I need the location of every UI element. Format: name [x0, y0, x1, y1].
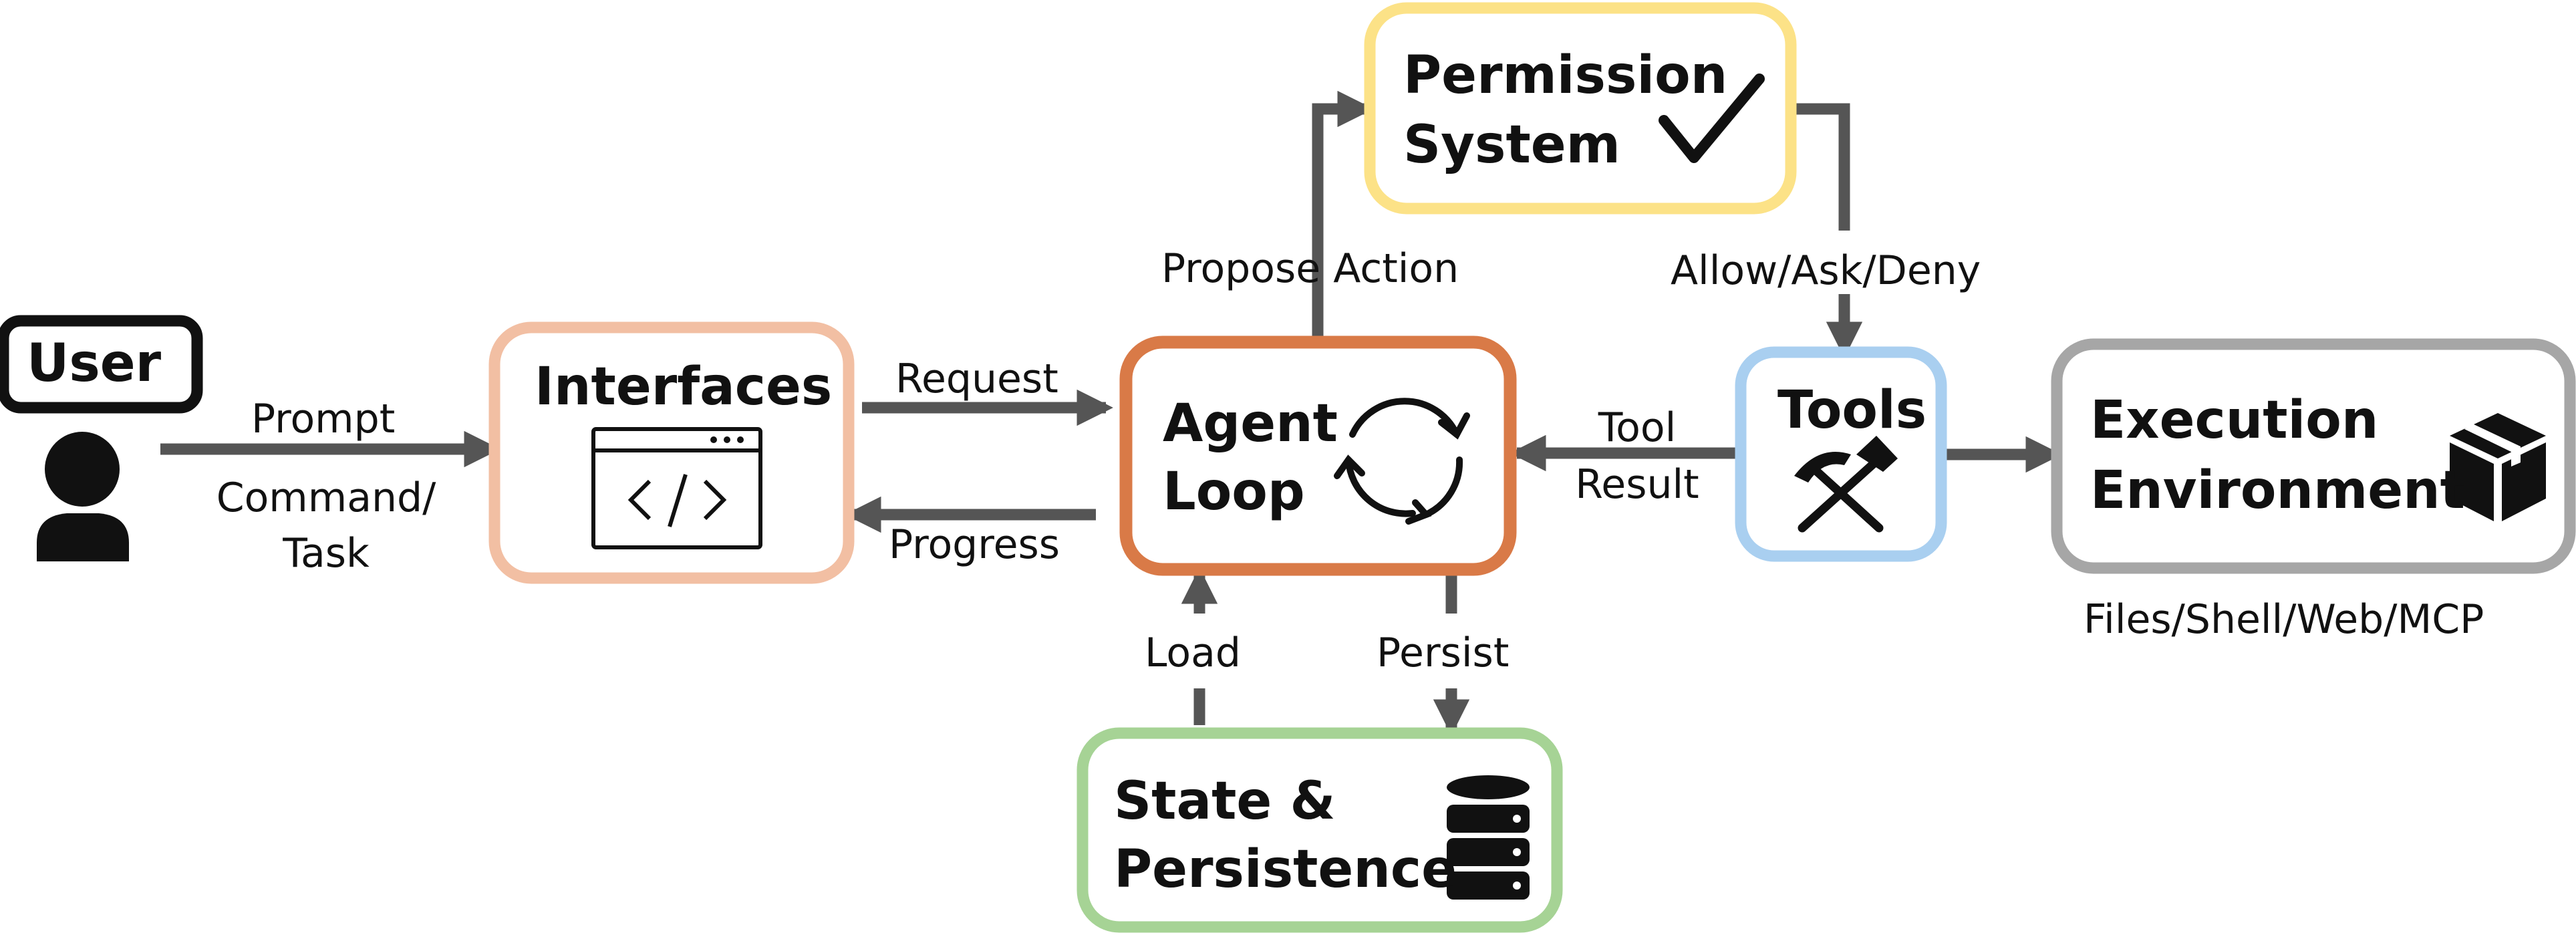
- state-box: [1077, 727, 1563, 933]
- execution-title-line2: Environment: [2090, 460, 2465, 521]
- permission-title-line2: System: [1403, 115, 1620, 175]
- edge-label-tool-line1: Tool: [1598, 404, 1677, 451]
- arrow-propose-action: [1312, 90, 1374, 342]
- edge-label-tool-line2: Result: [1575, 461, 1699, 508]
- edge-label-load: Load: [1145, 630, 1241, 676]
- package-box-icon: [2450, 413, 2546, 521]
- agent-loop-title-line2: Loop: [1163, 462, 1305, 522]
- permission-box: [1364, 2, 1797, 215]
- edge-label-request: Request: [895, 356, 1058, 402]
- person-icon: [37, 432, 129, 561]
- execution-title-line1: Execution: [2090, 390, 2379, 450]
- edge-label-command-line2: Task: [283, 530, 370, 577]
- edge-label-allow-ask-deny: Allow/Ask/Deny: [1671, 247, 1981, 294]
- user-box: [0, 315, 203, 414]
- user-title: User: [27, 333, 162, 394]
- tools-title: Tools: [1777, 380, 1927, 440]
- agent-loop-title-line1: Agent: [1163, 394, 1338, 454]
- interfaces-title: Interfaces: [535, 357, 833, 417]
- cycle-arrows-icon: [1334, 398, 1470, 525]
- edge-label-progress: Progress: [889, 521, 1060, 568]
- database-icon: [1447, 775, 1530, 900]
- connectors: [160, 90, 2062, 736]
- state-title-line1: State &: [1114, 771, 1336, 831]
- edge-label-propose-action: Propose Action: [1161, 245, 1459, 292]
- edge-label-persist: Persist: [1377, 630, 1510, 676]
- execution-caption: Files/Shell/Web/MCP: [2084, 596, 2484, 643]
- code-window-icon: [591, 427, 762, 549]
- hammer-pick-icon: [1794, 436, 1898, 533]
- arrow-allow-ask-deny: [1794, 103, 1850, 231]
- edge-label-command-line1: Command/: [216, 475, 436, 521]
- execution-box: [2051, 338, 2576, 574]
- permission-title-line1: Permission: [1403, 45, 1728, 106]
- checkmark-icon: [1659, 74, 1765, 163]
- edge-label-prompt: Prompt: [251, 396, 396, 442]
- state-title-line2: Persistence: [1114, 839, 1457, 900]
